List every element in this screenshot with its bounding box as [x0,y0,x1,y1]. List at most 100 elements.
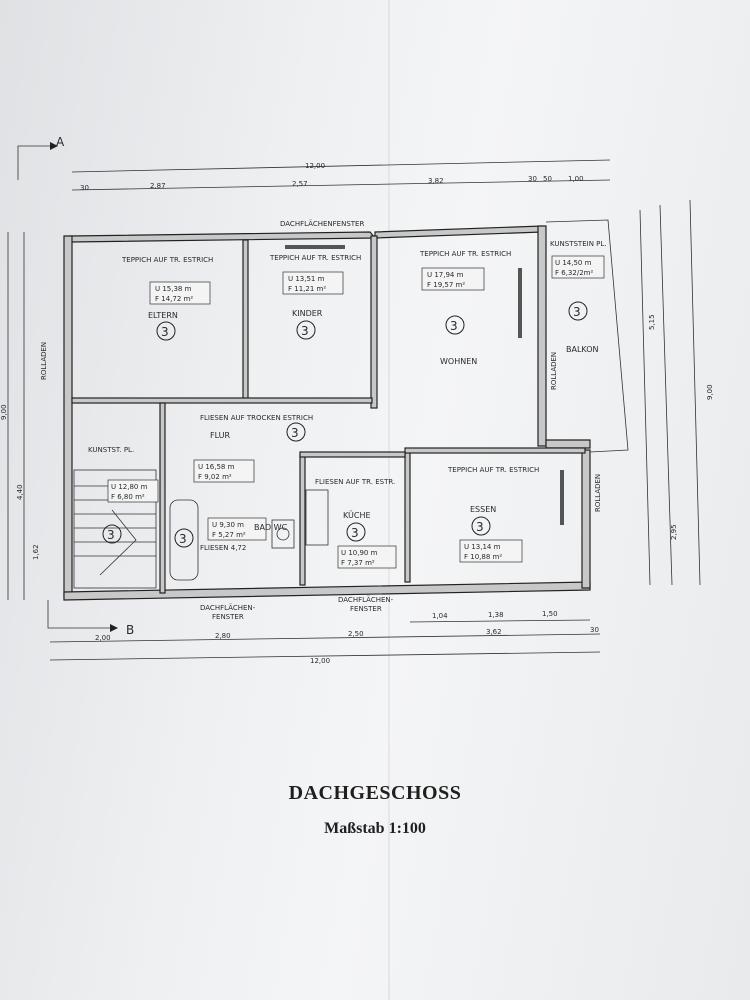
room-essen-f: F 10,88 m² [464,553,502,561]
room-wohnen-level: 3 [450,319,458,333]
dim-bottom-1: 2,00 [95,634,111,642]
dim-top-6: 50 [543,175,552,183]
room-balkon-u: U 14,50 m [555,259,592,267]
room-bad-u: U 9,30 m [212,521,244,529]
room-stair-f: F 6,80 m² [111,493,145,501]
room-stair: U 12,80 m F 6,80 m² 3 [102,479,159,544]
drawing-scale: Maßstab 1:100 [324,820,426,837]
balcony-outline [545,219,629,453]
dim-left-2: 4,40 [16,484,24,500]
room-kinder-floor: TEPPICH AUF TR. ESTRICH [269,254,361,262]
room-wohnen-u: U 17,94 m [427,271,464,279]
dim-bottom-inner-2: 1,38 [488,611,504,619]
dim-top-total: 12,00 [305,162,325,170]
room-kueche-floor: FLIESEN AUF TR. ESTR. [315,478,395,486]
room-balkon-name: BALKON [566,345,599,354]
dimension-left: 9,00 4,40 1,62 [0,232,40,600]
dim-top-1: 30 [80,184,89,192]
room-eltern-floor: TEPPICH AUF TR. ESTRICH [121,256,213,264]
dim-top-5: 30 [528,175,537,183]
room-balkon-f: F 6,32/2m² [555,269,593,277]
dim-top-7: 1,00 [568,175,584,183]
note-rolladen-balkon: ROLLADEN [550,352,558,390]
room-flur-floor: FLIESEN AUF TROCKEN ESTRICH [200,414,313,422]
dim-right-2: 5,15 [648,314,656,330]
room-flur-name: FLUR [210,431,231,440]
room-essen-level: 3 [476,520,484,534]
room-flur: FLIESEN AUF TROCKEN ESTRICH FLUR 3 U 16,… [193,414,313,483]
staircase [73,469,157,589]
dim-left-total: 9,00 [0,404,8,420]
dim-top-4: 3,82 [428,177,444,185]
windows [285,245,564,525]
section-marker-b: B [47,600,134,637]
room-eltern-u: U 15,38 m [155,285,192,293]
paper-fold [388,0,390,1000]
room-kinder-name: KINDER [292,309,323,318]
room-bad-floor: FLIESEN 4,72 [200,544,246,552]
room-kueche-u: U 10,90 m [341,549,378,557]
room-wohnen-name: WOHNEN [440,357,477,366]
section-a-label: A [56,135,65,149]
note-rolladen-left: ROLLADEN [40,342,48,380]
inner-walls [71,235,586,594]
room-stair-level: 3 [107,528,115,542]
dim-bottom-3: 2,50 [348,630,364,638]
room-kueche-name: KÜCHE [343,510,371,520]
dim-bottom-2: 2,80 [215,632,231,640]
dim-top-3: 2,57 [292,180,308,188]
dimension-bottom: 1,04 1,38 1,50 2,00 2,80 2,50 3,62 30 12… [49,610,601,665]
room-bad-name: BAD WC [254,523,288,532]
room-stair-u: U 12,80 m [111,483,148,491]
room-essen-floor: TEPPICH AUF TR. ESTRICH [447,466,539,474]
dim-bottom-4: 3,62 [486,628,502,636]
note-rolladen-right: ROLLADEN [594,474,602,512]
note-fenster-bottom-right: FENSTER [350,605,382,613]
room-kueche: FLIESEN AUF TR. ESTR. KÜCHE 3 U 10,90 m … [315,478,397,569]
room-essen-name: ESSEN [470,505,496,514]
drawing-title: DACHGESCHOSS [288,782,462,804]
section-marker-a: A [17,135,65,180]
room-kinder: TEPPICH AUF TR. ESTRICH U 13,51 m F 11,2… [269,254,361,340]
room-kinder-f: F 11,21 m² [288,285,326,293]
note-fenster-bottom-left: FENSTER [212,613,244,621]
dim-bottom-inner-3: 1,50 [542,610,558,618]
note-dachflaechen-bottom-right: DACHFLÄCHEN- [338,595,394,604]
room-eltern-f: F 14,72 m² [155,295,193,303]
room-eltern-level: 3 [161,325,169,339]
room-eltern-name: ELTERN [148,311,178,320]
room-essen-u: U 13,14 m [464,543,501,551]
dim-bottom-inner-1: 1,04 [432,612,448,620]
outer-walls [63,225,591,601]
dimension-top: 12,00 30 2,87 2,57 3,82 30 50 1,00 [71,159,611,192]
room-flur-u: U 16,58 m [198,463,235,471]
dimension-right: 9,00 5,15 2,95 [639,199,714,586]
room-balkon: KUNSTSTEIN PL. U 14,50 m F 6,32/2m² 3 BA… [550,240,607,354]
room-essen: TEPPICH AUF TR. ESTRICH ESSEN 3 U 13,14 … [447,466,539,563]
dim-right-total: 9,00 [706,384,714,400]
note-kunststein-balkon: KUNSTSTEIN PL. [550,240,607,248]
dim-left-3: 1,62 [32,544,40,560]
dim-right-3: 2,95 [670,524,678,540]
note-dachflaechenfenster-top: DACHFLÄCHENFENSTER [280,219,364,228]
note-kunststein-stair: KUNSTST. PL. [88,446,134,454]
room-eltern: TEPPICH AUF TR. ESTRICH U 15,38 m F 14,7… [121,256,213,341]
room-bad-f: F 5,27 m² [212,531,246,539]
room-bad-wc: U 9,30 m F 5,27 m² BAD WC FLIESEN 4,72 3 [174,517,288,552]
section-b-label: B [126,623,134,637]
dim-bottom-total: 12,00 [310,657,330,665]
room-flur-f: F 9,02 m² [198,473,232,481]
room-kinder-u: U 13,51 m [288,275,325,283]
room-flur-level: 3 [291,426,299,440]
room-balkon-level: 3 [573,305,581,319]
dim-bottom-5: 30 [590,626,599,634]
floor-plan: A B 12,00 30 2,87 2,57 3,82 30 50 1,00 D… [0,135,714,665]
room-wohnen: TEPPICH AUF TR. ESTRICH U 17,94 m F 19,5… [419,250,511,366]
room-wohnen-f: F 19,57 m² [427,281,465,289]
room-kueche-level: 3 [351,526,359,540]
note-dachflaechen-bottom-left: DACHFLÄCHEN- [200,603,256,612]
room-kinder-level: 3 [301,324,309,338]
room-kueche-f: F 7,37 m² [341,559,375,567]
dim-top-2: 2,87 [150,182,166,190]
